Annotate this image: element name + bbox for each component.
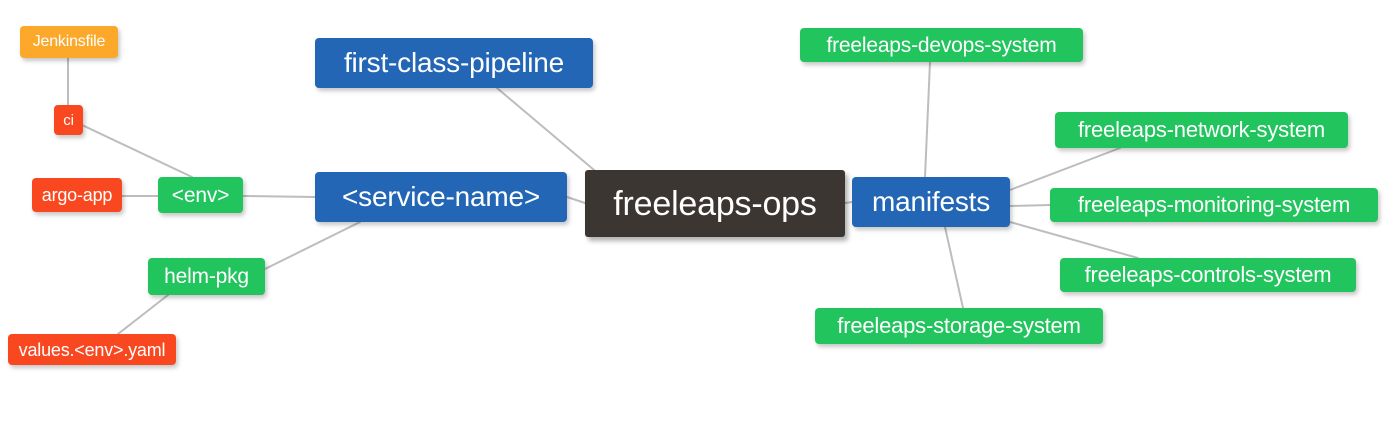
mindmap-node-controls-system[interactable]: freeleaps-controls-system: [1060, 258, 1356, 292]
edge-manifests-to-controls-system: [1009, 221, 1139, 259]
mindmap-node-service-name[interactable]: <service-name>: [315, 172, 567, 222]
edge-root-to-manifests: [844, 201, 853, 204]
edge-manifests-to-monitoring-system: [1009, 204, 1051, 207]
mindmap-node-env[interactable]: <env>: [158, 177, 243, 213]
edge-service-name-to-env: [242, 195, 316, 198]
edge-helm-pkg-to-values-yaml: [117, 294, 169, 335]
edge-manifests-to-network-system: [1009, 147, 1121, 191]
mindmap-node-storage-system[interactable]: freeleaps-storage-system: [815, 308, 1103, 344]
edge-env-to-ci: [81, 124, 193, 178]
mindmap-node-values-yaml[interactable]: values.<env>.yaml: [8, 334, 176, 365]
mindmap-node-devops-system[interactable]: freeleaps-devops-system: [800, 28, 1083, 62]
mindmap-node-argo-app[interactable]: argo-app: [32, 178, 122, 212]
edge-manifests-to-storage-system: [944, 226, 964, 309]
edge-root-to-service-name: [566, 196, 586, 204]
mindmap-node-helm-pkg[interactable]: helm-pkg: [148, 258, 265, 295]
mindmap-node-ci[interactable]: ci: [54, 105, 83, 135]
mindmap-node-root[interactable]: freeleaps-ops: [585, 170, 845, 237]
edge-service-name-to-helm-pkg: [264, 221, 361, 270]
edge-root-to-first-class: [496, 87, 601, 176]
mindmap-node-network-system[interactable]: freeleaps-network-system: [1055, 112, 1348, 148]
mindmap-node-jenkinsfile[interactable]: Jenkinsfile: [20, 26, 118, 58]
mindmap-node-monitoring-system[interactable]: freeleaps-monitoring-system: [1050, 188, 1378, 222]
edge-manifests-to-devops-system: [924, 61, 931, 178]
mindmap-node-first-class[interactable]: first-class-pipeline: [315, 38, 593, 88]
mindmap-node-manifests[interactable]: manifests: [852, 177, 1010, 227]
